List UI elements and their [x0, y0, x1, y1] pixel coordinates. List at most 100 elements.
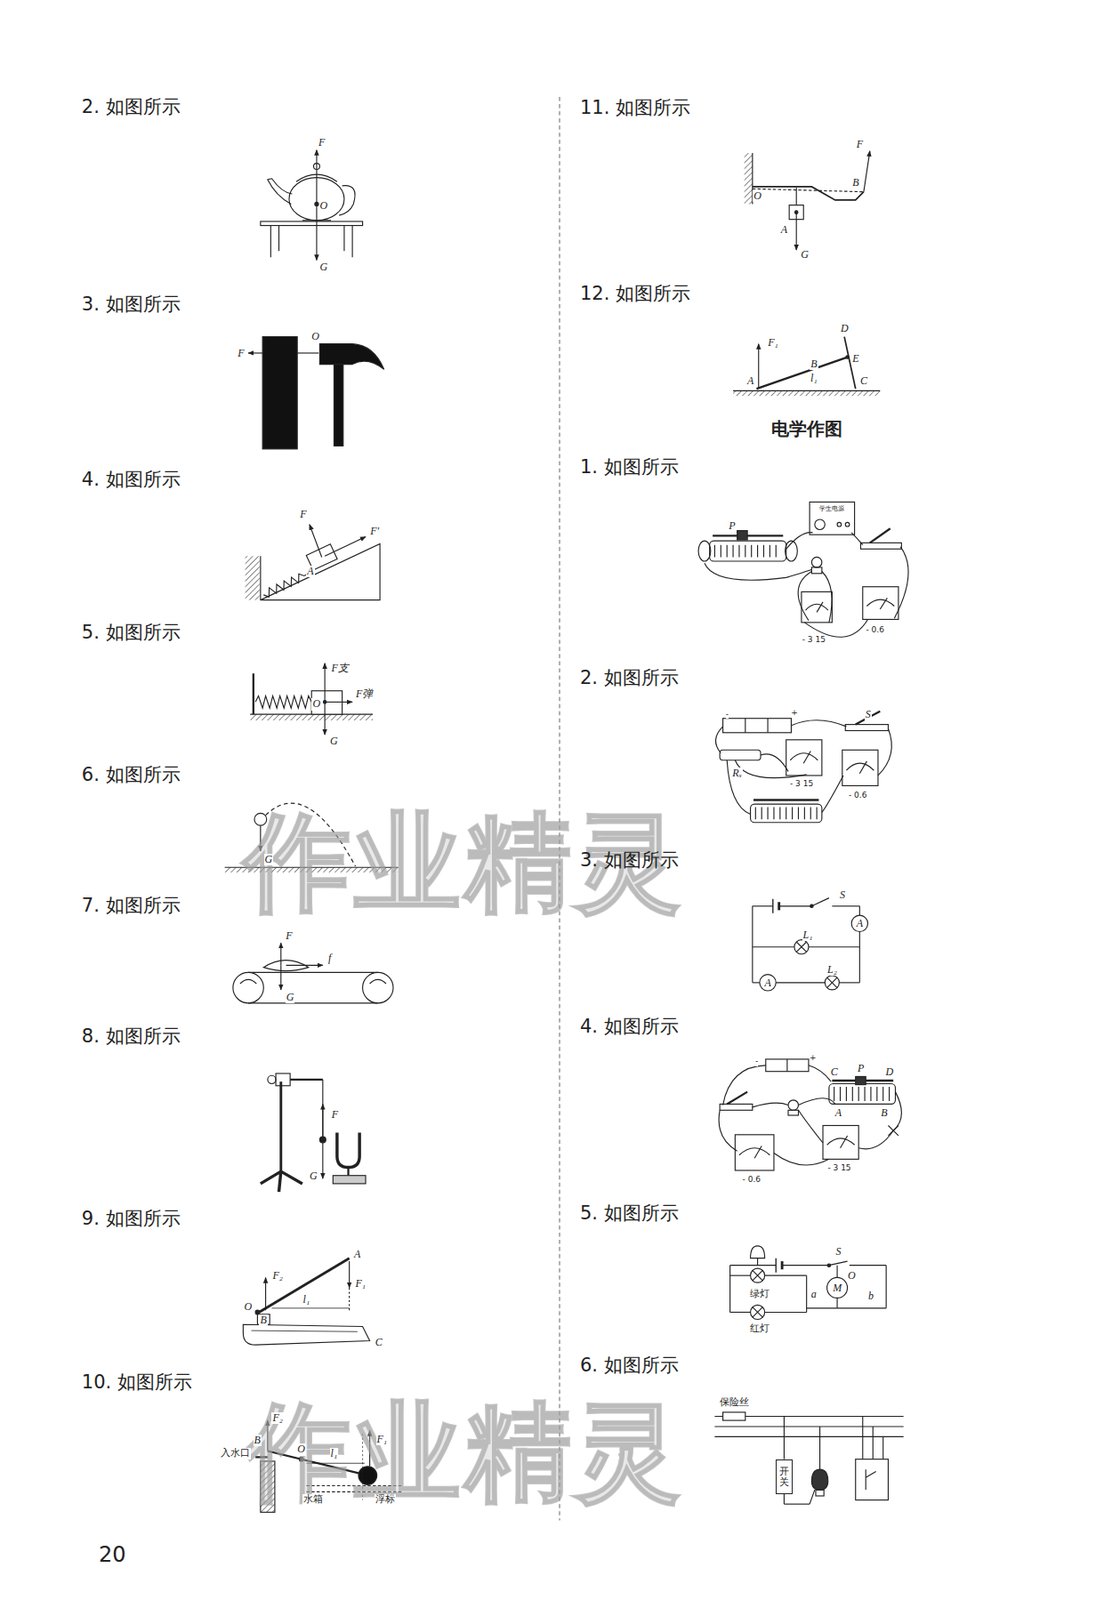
figure-label: F₂: [271, 1270, 284, 1282]
bent-lever-figure: [744, 151, 871, 250]
hammer-figure: [248, 337, 385, 450]
item-heading: 4. 如图所示: [580, 1016, 679, 1038]
item-heading: 4. 如图所示: [81, 469, 181, 491]
figure-label: l₁: [809, 372, 819, 385]
figure-label: L₂: [826, 964, 839, 976]
figure-label: O: [846, 1270, 857, 1282]
meter-terminal-label: - 0.6: [865, 626, 884, 636]
figure-label: A: [764, 977, 773, 990]
figure-label: S: [834, 1246, 842, 1258]
figure-label: A: [353, 1248, 362, 1261]
figure-label: F₂: [271, 1412, 284, 1425]
meter-terminal-label: - 3 15: [789, 780, 814, 790]
section-heading: 电学作图: [771, 419, 843, 439]
figure-label: 红灯: [749, 1323, 771, 1335]
meter-terminal-label: -: [755, 1057, 758, 1067]
figure-label: L₁: [802, 929, 814, 942]
figure-label: P: [856, 1063, 865, 1075]
meter-terminal-label: +: [790, 709, 798, 718]
trash-can-lever-figure: [242, 1258, 370, 1346]
strut-figure: [733, 337, 880, 397]
figure-label: F₁: [376, 1434, 389, 1446]
figure-label: O: [310, 330, 321, 343]
figure-label: O: [296, 1443, 307, 1456]
item-heading: 2. 如图所示: [580, 668, 679, 689]
figure-label: S: [864, 709, 872, 721]
item-heading: 7. 如图所示: [81, 895, 181, 917]
figure-label: A: [834, 1107, 843, 1120]
conveyor-figure: [233, 942, 394, 1004]
figure-label: 保险丝: [718, 1397, 750, 1409]
item-heading: 3. 如图所示: [580, 850, 679, 871]
figure-label: F支: [330, 662, 350, 675]
figure-label: G: [264, 854, 274, 866]
figure-label: f: [327, 952, 332, 965]
figure-label: 水箱: [302, 1494, 324, 1506]
circuit-schematic-5: [730, 1246, 887, 1321]
figure-label: P: [727, 520, 736, 532]
figure-label: A: [306, 565, 315, 578]
figure-label: O: [311, 698, 322, 710]
figure-label: l₁: [330, 1448, 339, 1460]
item-heading: 3. 如图所示: [81, 294, 181, 315]
item-heading: 2. 如图所示: [81, 96, 181, 118]
item-heading: 9. 如图所示: [81, 1208, 181, 1230]
meter-terminal-label: -: [725, 710, 729, 720]
incline-figure: [245, 524, 380, 601]
figure-label: 绿灯: [749, 1289, 771, 1300]
figure-label: F: [855, 138, 864, 151]
circuit-photo-4: [718, 1059, 902, 1171]
figure-label: C: [374, 1337, 384, 1349]
figure-label: 入水口: [219, 1448, 251, 1459]
household-wiring-6: [714, 1412, 903, 1505]
pendulum-figure: [260, 1073, 366, 1193]
figure-label: F: [330, 1109, 339, 1121]
item-heading: 1. 如图所示: [580, 457, 679, 478]
figure-label: F′: [369, 525, 380, 538]
figure-label: F₁: [766, 337, 780, 349]
figure-label: B: [851, 177, 860, 189]
figure-label: l₁: [302, 1294, 312, 1306]
figure-label: A: [780, 224, 789, 236]
item-heading: 6. 如图所示: [81, 765, 181, 786]
figure-label: G: [308, 1170, 319, 1183]
figure-label: E: [851, 353, 860, 365]
item-heading: 8. 如图所示: [81, 1026, 181, 1048]
figure-label: A: [855, 918, 864, 930]
figure-label: F: [236, 347, 245, 360]
figure-label: Rₓ: [731, 767, 743, 780]
meter-terminal-label: - 0.6: [742, 1176, 761, 1185]
device-label: 学生电源: [819, 506, 845, 514]
meter-terminal-label: - 3 15: [827, 1164, 851, 1174]
figure-label: O: [243, 1301, 254, 1314]
figure-label: b: [867, 1290, 875, 1303]
figure-label: G: [319, 261, 330, 274]
figure-label: a: [810, 1289, 818, 1301]
figure-label: 浮标: [374, 1494, 396, 1506]
item-heading: 12. 如图所示: [580, 283, 691, 305]
figure-label: F₁: [354, 1278, 367, 1290]
figure-label: C: [829, 1066, 839, 1079]
figure-label: G: [799, 249, 810, 261]
figure-label: D: [839, 322, 850, 335]
figure-label: S: [838, 889, 847, 902]
page-number: 20: [98, 1543, 127, 1567]
circuit-photo-1: [698, 501, 909, 637]
circuit-photo-2: [716, 711, 893, 823]
figure-label: G: [329, 735, 339, 748]
item-heading: 6. 如图所示: [580, 1355, 679, 1377]
figure-label: B: [253, 1434, 262, 1447]
figure-label: B: [258, 1314, 267, 1327]
switch-text: 开关: [779, 1466, 790, 1489]
item-heading: 5. 如图所示: [81, 622, 181, 644]
figure-label: O: [319, 200, 330, 212]
item-heading: 5. 如图所示: [580, 1203, 679, 1225]
figure-label: B: [879, 1107, 888, 1120]
figure-label: F: [298, 508, 307, 521]
item-heading: 11. 如图所示: [580, 97, 691, 119]
figure-label: F弹: [354, 688, 374, 701]
figure-label: B: [809, 358, 818, 371]
meter-terminal-label: +: [809, 1054, 817, 1064]
